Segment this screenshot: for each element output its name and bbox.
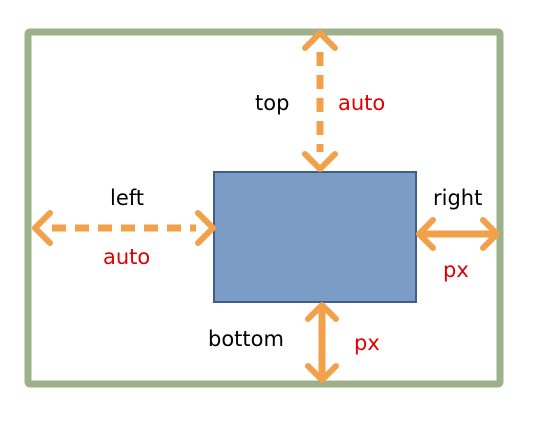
bottom-value-label: px	[354, 331, 380, 355]
left-arrow	[32, 210, 216, 246]
right-arrow	[416, 217, 500, 251]
positioned-element	[213, 171, 417, 303]
bottom-arrow	[305, 302, 339, 383]
left-label: left	[110, 186, 145, 210]
bottom-label: bottom	[208, 327, 284, 351]
top-arrow	[302, 30, 338, 172]
right-label: right	[433, 186, 483, 210]
left-value-label: auto	[103, 245, 151, 269]
right-value-label: px	[443, 258, 469, 282]
top-value-label: auto	[338, 91, 386, 115]
top-label: top	[255, 91, 290, 115]
